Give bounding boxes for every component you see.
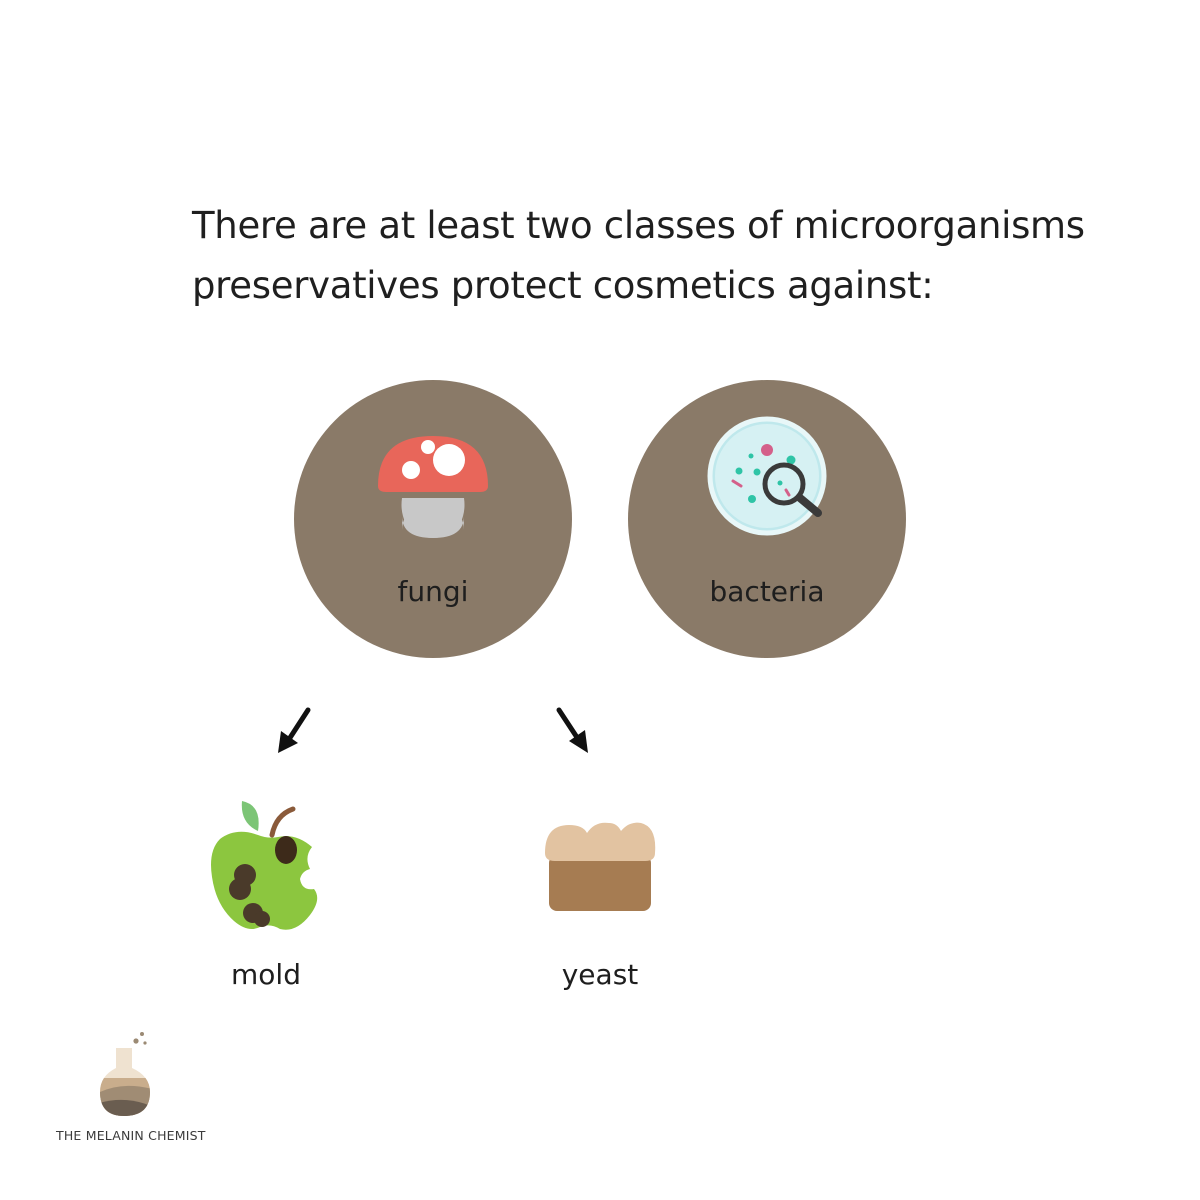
bacteria-label: bacteria <box>709 575 825 608</box>
mushroom-icon <box>378 436 488 538</box>
yeast-label: yeast <box>561 958 639 991</box>
brand-name: THE MELANIN CHEMIST <box>56 1128 206 1143</box>
heading-line-2: preservatives protect cosmetics against: <box>192 264 934 307</box>
bread-loaf-icon <box>545 822 656 911</box>
fungi-circle <box>294 380 572 658</box>
heading-line-1: There are at least two classes of microo… <box>192 204 1085 247</box>
heading: There are at least two classes of microo… <box>192 196 1092 316</box>
arrow-down-left-icon <box>278 707 311 753</box>
flask-logo-icon <box>100 1032 150 1116</box>
arrow-down-right-icon <box>556 707 588 753</box>
mold-label: mold <box>231 958 301 991</box>
petri-dish-magnifier-icon <box>707 416 827 536</box>
moldy-apple-icon <box>211 801 318 930</box>
fungi-label: fungi <box>397 575 469 608</box>
bacteria-circle <box>628 380 906 658</box>
